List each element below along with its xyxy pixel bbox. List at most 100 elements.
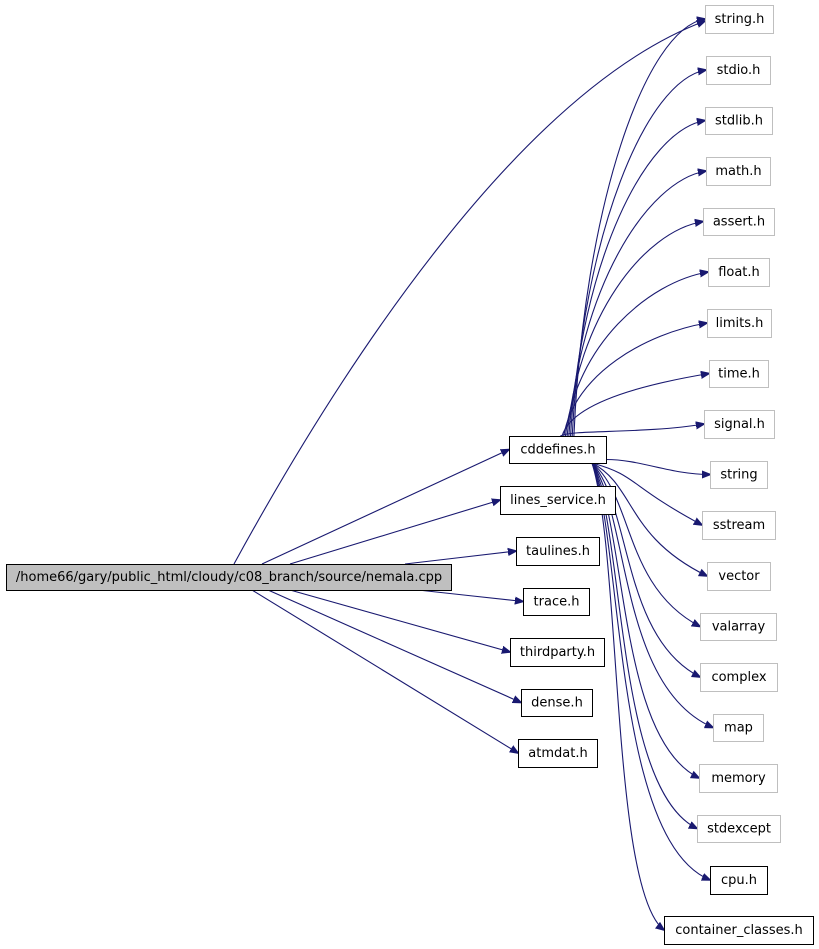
node-string[interactable]: string xyxy=(710,461,768,489)
node-label: math.h xyxy=(715,164,761,179)
node-label: string.h xyxy=(715,12,765,27)
node-box xyxy=(699,764,778,793)
node-box xyxy=(518,739,598,768)
node-lines-service[interactable]: lines_service.h xyxy=(500,486,616,515)
node-box xyxy=(664,916,814,945)
node-box xyxy=(713,714,764,742)
node-box xyxy=(6,564,452,591)
edge-cddefines-to-vector xyxy=(591,462,707,576)
node-stdio[interactable]: stdio.h xyxy=(706,56,771,85)
edges-layer xyxy=(233,19,713,930)
edge-cddefines-to-sstream xyxy=(591,462,702,525)
node-box xyxy=(700,613,777,641)
edge-cddefines-to-complex xyxy=(591,462,700,677)
node-box xyxy=(708,258,770,287)
node-label: memory xyxy=(711,771,766,786)
node-label: cddefines.h xyxy=(520,443,595,458)
edge-cddefines-to-float xyxy=(564,272,708,437)
node-label: taulines.h xyxy=(526,544,590,559)
node-complex[interactable]: complex xyxy=(700,663,778,692)
nodes-layer: /home66/gary/public_html/cloudy/c08_bran… xyxy=(6,5,814,945)
node-box xyxy=(707,562,771,591)
edge-cddefines-to-cpu xyxy=(591,462,710,880)
node-label: limits.h xyxy=(716,316,764,331)
node-label: container_classes.h xyxy=(675,923,803,938)
edge-root-to-string-h xyxy=(233,21,705,565)
edge-root-to-lines-service xyxy=(289,500,500,565)
node-time[interactable]: time.h xyxy=(709,360,769,388)
edge-root-to-trace xyxy=(417,589,523,602)
node-box xyxy=(709,360,769,388)
node-label: lines_service.h xyxy=(510,493,606,508)
node-box xyxy=(521,689,593,717)
edge-cddefines-to-valarray xyxy=(591,462,700,627)
node-label: valarray xyxy=(712,620,766,635)
node-label: complex xyxy=(711,670,766,685)
node-memory[interactable]: memory xyxy=(699,764,778,793)
node-sstream[interactable]: sstream xyxy=(702,511,776,540)
node-dense[interactable]: dense.h xyxy=(521,689,593,717)
node-cddefines[interactable]: cddefines.h xyxy=(509,436,607,464)
node-box xyxy=(703,208,775,236)
node-label: assert.h xyxy=(713,215,765,230)
edge-root-to-taulines xyxy=(404,551,516,565)
node-box xyxy=(509,436,607,464)
node-trace[interactable]: trace.h xyxy=(523,588,590,616)
node-label: /home66/gary/public_html/cloudy/c08_bran… xyxy=(16,570,442,585)
node-math[interactable]: math.h xyxy=(706,157,771,186)
node-label: stdio.h xyxy=(717,63,761,78)
edge-root-to-cddefines xyxy=(261,450,509,565)
node-signal[interactable]: signal.h xyxy=(704,410,775,439)
edge-cddefines-to-string xyxy=(605,458,710,475)
node-box xyxy=(710,866,768,895)
node-label: thirdparty.h xyxy=(520,645,595,660)
node-label: atmdat.h xyxy=(528,746,587,761)
node-label: stdlib.h xyxy=(715,114,763,129)
node-root[interactable]: /home66/gary/public_html/cloudy/c08_bran… xyxy=(6,564,452,591)
edge-cddefines-to-limits xyxy=(563,323,707,437)
node-label: dense.h xyxy=(531,696,583,711)
node-assert[interactable]: assert.h xyxy=(703,208,775,236)
node-box xyxy=(704,410,775,439)
edge-root-to-thirdparty xyxy=(289,589,510,652)
node-label: signal.h xyxy=(714,417,765,432)
node-stdexcept[interactable]: stdexcept xyxy=(697,815,781,843)
node-label: vector xyxy=(718,569,760,584)
node-label: sstream xyxy=(713,518,765,533)
node-string-h[interactable]: string.h xyxy=(705,5,774,34)
node-box xyxy=(523,588,590,616)
node-box xyxy=(702,511,776,540)
edge-cddefines-to-time xyxy=(561,374,709,437)
node-label: float.h xyxy=(718,265,760,280)
node-vector[interactable]: vector xyxy=(707,562,771,591)
node-box xyxy=(706,157,771,186)
node-label: cpu.h xyxy=(721,873,757,888)
node-box xyxy=(710,461,768,489)
node-cpu[interactable]: cpu.h xyxy=(710,866,768,895)
node-box xyxy=(707,309,772,338)
node-label: trace.h xyxy=(534,595,580,610)
node-box xyxy=(697,815,781,843)
node-map[interactable]: map xyxy=(713,714,764,742)
node-container-classes[interactable]: container_classes.h xyxy=(664,916,814,945)
edge-cddefines-to-string-h xyxy=(573,19,705,437)
node-atmdat[interactable]: atmdat.h xyxy=(518,739,598,768)
node-box xyxy=(700,663,778,692)
node-box xyxy=(516,537,600,566)
node-float[interactable]: float.h xyxy=(708,258,770,287)
node-label: time.h xyxy=(718,367,760,382)
node-stdlib[interactable]: stdlib.h xyxy=(705,107,773,135)
node-box xyxy=(500,486,616,515)
node-label: string xyxy=(720,468,757,483)
edge-cddefines-to-assert xyxy=(566,222,703,437)
node-box xyxy=(706,56,771,85)
edge-root-to-dense xyxy=(267,589,521,703)
node-valarray[interactable]: valarray xyxy=(700,613,777,641)
node-taulines[interactable]: taulines.h xyxy=(516,537,600,566)
node-box xyxy=(705,107,773,135)
node-box xyxy=(705,5,774,34)
edge-cddefines-to-signal xyxy=(560,424,704,437)
node-thirdparty[interactable]: thirdparty.h xyxy=(510,638,605,667)
node-limits[interactable]: limits.h xyxy=(707,309,772,338)
